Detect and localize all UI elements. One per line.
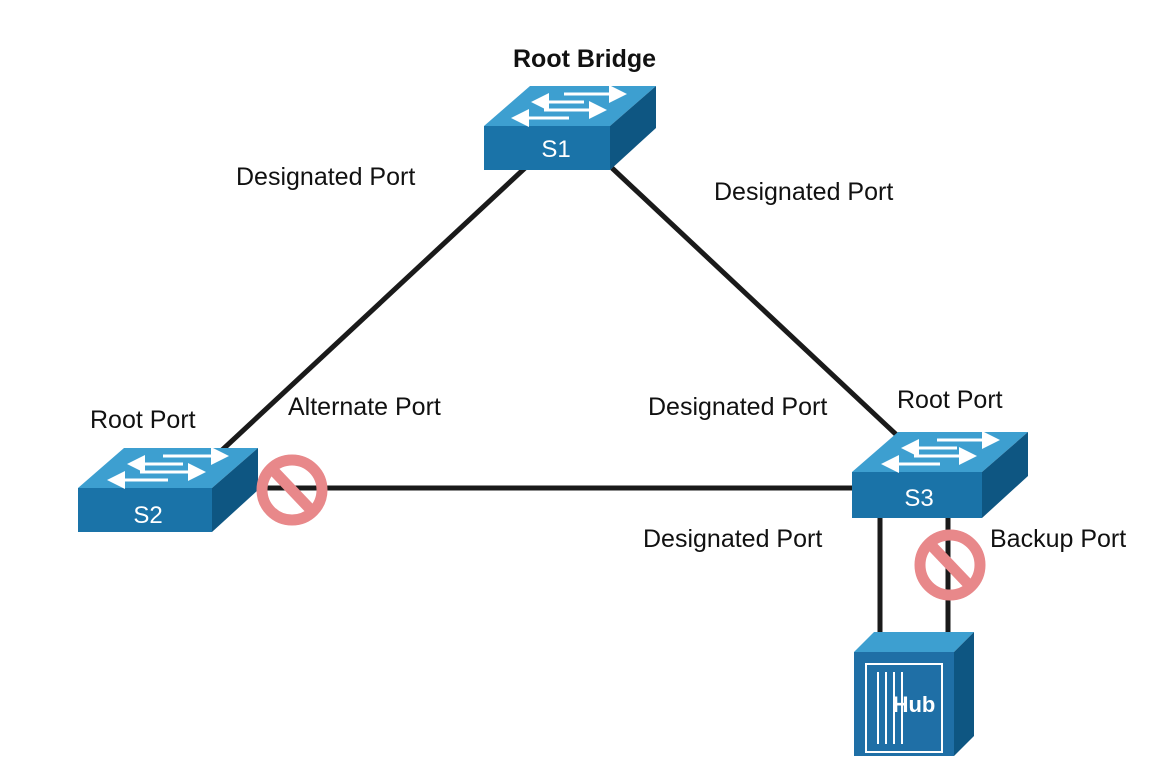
switch-s3-label: S3 <box>904 485 933 512</box>
link-s1-s3 <box>610 166 904 442</box>
hub-label: Hub <box>893 692 936 717</box>
root-bridge-title: Root Bridge <box>513 45 657 73</box>
hub-side <box>954 632 974 756</box>
switch-icon <box>107 447 229 489</box>
switch-s2: S2 <box>78 447 258 532</box>
port-label-s3-root: Root Port <box>897 386 1003 414</box>
hub-device: Hub <box>854 632 974 756</box>
port-label-s3-backup: Backup Port <box>990 525 1127 553</box>
blocked-port-icon <box>914 529 986 601</box>
switch-front <box>484 126 610 170</box>
hub-icon <box>865 663 943 753</box>
switch-s2-label: S2 <box>133 502 162 529</box>
port-label-s2-alternate: Alternate Port <box>288 393 441 421</box>
port-label-s3-designated-left: Designated Port <box>648 393 828 421</box>
switch-front <box>78 488 212 532</box>
port-label-s3-designated-hub: Designated Port <box>643 525 823 553</box>
links <box>218 166 951 640</box>
port-label-s2-root: Root Port <box>90 406 196 434</box>
switch-icon <box>511 85 627 127</box>
hub-front <box>854 652 954 756</box>
link-s1-s2 <box>218 166 527 454</box>
hub-top <box>854 632 974 652</box>
switch-s1-label: S1 <box>541 136 570 163</box>
port-label-s1-right: Designated Port <box>714 178 894 206</box>
switch-side <box>982 432 1028 518</box>
switch-s1: S1 <box>484 85 656 170</box>
blocked-port-icon <box>256 454 328 526</box>
switch-icon <box>881 431 1000 473</box>
switch-side <box>610 86 656 170</box>
port-label-s1-left: Designated Port <box>236 163 416 191</box>
switch-side <box>212 448 258 532</box>
switch-front <box>852 472 982 518</box>
switch-s3: S3 <box>852 431 1028 518</box>
